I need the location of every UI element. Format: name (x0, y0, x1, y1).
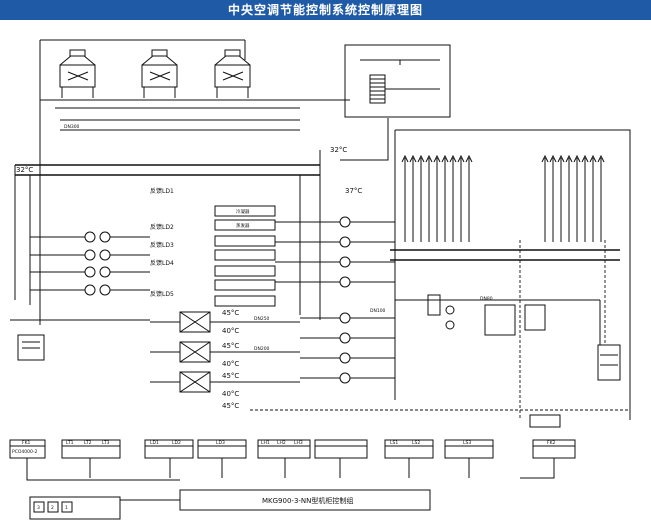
temp-45-b: 45°C (222, 342, 239, 350)
temp-40-b: 40°C (222, 360, 239, 368)
distribution-arrows-right (541, 154, 605, 242)
plate-exchanger-top (369, 74, 386, 104)
svg-text:LS1: LS1 (390, 440, 398, 446)
svg-text:FK1: FK1 (22, 440, 31, 446)
cooling-tower-1 (59, 49, 96, 98)
pipe-label-dn200: DN200 (254, 346, 270, 352)
pipe-label-dn250: DN250 (254, 316, 270, 322)
svg-text:LS3: LS3 (463, 440, 471, 446)
cooling-tower-2 (141, 49, 178, 98)
temp-40-a: 40°C (222, 327, 239, 335)
right-side-unit (597, 344, 621, 381)
svg-text:LH3: LH3 (294, 440, 303, 446)
temp-45-c: 45°C (222, 372, 239, 380)
controller-lh: LH1 LH2 LH3 (257, 439, 311, 459)
feedback-ld2: 反馈LD2 (150, 223, 174, 231)
chiller-4 (214, 295, 276, 307)
chiller-label-evaporator: 蒸发器 (236, 222, 250, 229)
chiller-2 (214, 235, 276, 261)
distribution-arrows-left (401, 154, 473, 242)
pipe-label-dn80: DN80 (480, 296, 493, 302)
chiller-3 (214, 265, 276, 291)
controller-lh-b (314, 439, 368, 459)
feedback-ld4: 反馈LD4 (150, 259, 174, 267)
condenser-pump-group (30, 231, 150, 296)
temp-32-top: 32°C (330, 146, 347, 154)
svg-text:LH1: LH1 (261, 440, 270, 446)
controller-ld3: LD3 (197, 439, 247, 459)
temp-37-top: 37°C (345, 187, 362, 195)
svg-text:LT3: LT3 (102, 440, 110, 446)
controller-ls1: LS1 LS2 (384, 439, 434, 459)
svg-text:3: 3 (37, 505, 40, 511)
controller-lt: LT1 LT2 LT3 (61, 439, 121, 459)
svg-text:FK2: FK2 (547, 440, 556, 446)
svg-text:2: 2 (51, 505, 54, 511)
lower-exchangers (150, 311, 300, 393)
feedback-ld1: 反馈LD1 (150, 187, 174, 195)
temp-40-c: 40°C (222, 390, 239, 398)
feedback-ld5: 反馈LD5 (150, 290, 174, 298)
feedback-ld3: 反馈LD3 (150, 241, 174, 249)
svg-text:LD3: LD3 (216, 440, 225, 446)
svg-text:1: 1 (65, 505, 68, 511)
controller-ls3: LS3 (444, 439, 494, 459)
temp-45-a: 45°C (222, 309, 239, 317)
svg-text:LS2: LS2 (412, 440, 420, 446)
chiller-label-condenser: 冷凝器 (236, 208, 250, 215)
svg-text:MKG900-3-NN型机柜控制组: MKG900-3-NN型机柜控制组 (262, 496, 353, 505)
svg-text:LH2: LH2 (277, 440, 286, 446)
svg-text:LD2: LD2 (172, 440, 181, 446)
svg-text:PCO4000-2: PCO4000-2 (12, 449, 37, 455)
bottom-left-legend: 3 2 1 (29, 496, 121, 520)
temp-45-d: 45°C (222, 402, 239, 410)
pipe-label-dn300: DN300 (64, 124, 80, 130)
svg-text:LD1: LD1 (150, 440, 159, 446)
svg-text:LT1: LT1 (66, 440, 74, 446)
cooling-tower-3 (214, 49, 251, 98)
svg-text:LT2: LT2 (84, 440, 92, 446)
chilled-pump-group (275, 216, 395, 384)
temp-32-left: 32°C (16, 166, 33, 174)
chiller-1 (214, 205, 276, 231)
control-schematic: 32°C 37°C 32°C 冷凝器 蒸发器 反馈LD1 反馈LD2 反馈 (9, 39, 631, 520)
controller-fk1: FK1 PCO4000-2 (9, 439, 46, 459)
diagram-title: 中央空调节能控制系统控制原理图 (0, 0, 651, 20)
main-controller: MKG900-3-NN型机柜控制组 (179, 489, 431, 511)
controller-fk2: FK2 (532, 439, 576, 459)
pipe-label-dn100: DN100 (370, 308, 386, 314)
controller-ld1: LD1 LD2 (144, 439, 194, 459)
